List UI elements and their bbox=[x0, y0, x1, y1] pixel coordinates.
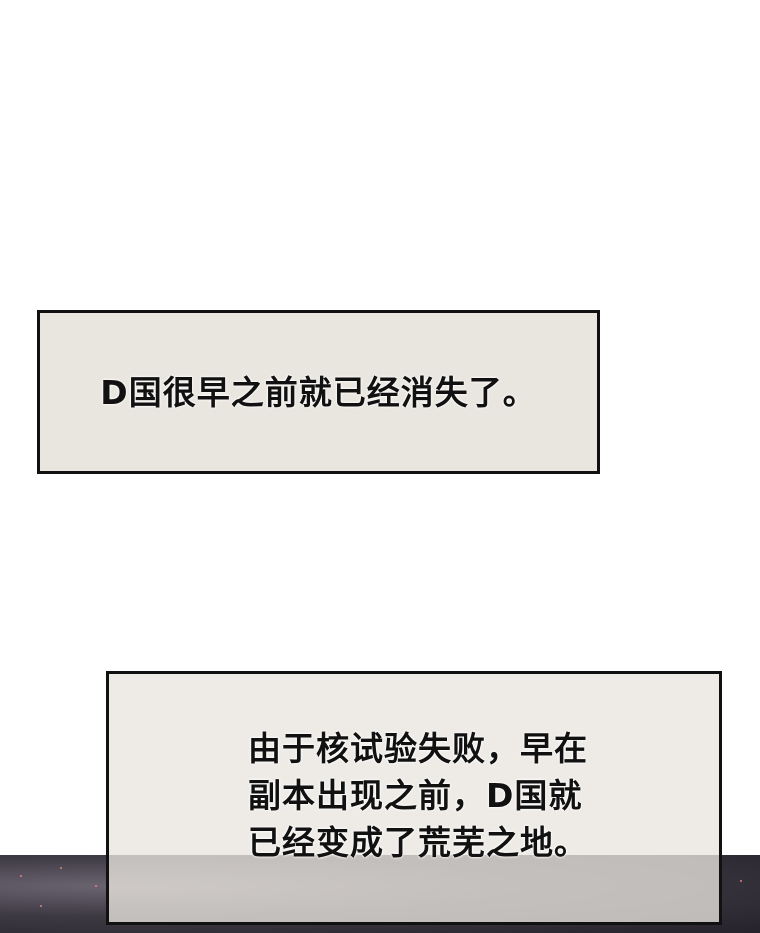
caption-box-2: 由于核试验失败，早在 副本出现之前，D国就 已经变成了荒芜之地。 bbox=[106, 671, 722, 925]
caption-line: D国很早之前就已经消失了。 bbox=[100, 372, 537, 412]
caption-line: 副本出现之前，D国就 bbox=[248, 775, 583, 815]
caption-box-1: D国很早之前就已经消失了。 bbox=[37, 310, 600, 474]
caption-text: 由于核试验失败，早在 副本出现之前，D国就 已经变成了荒芜之地。 bbox=[248, 725, 588, 866]
caption-line: 由于核试验失败，早在 bbox=[248, 728, 588, 768]
caption-line: 已经变成了荒芜之地。 bbox=[248, 822, 588, 862]
caption-text: D国很早之前就已经消失了。 bbox=[100, 369, 536, 416]
